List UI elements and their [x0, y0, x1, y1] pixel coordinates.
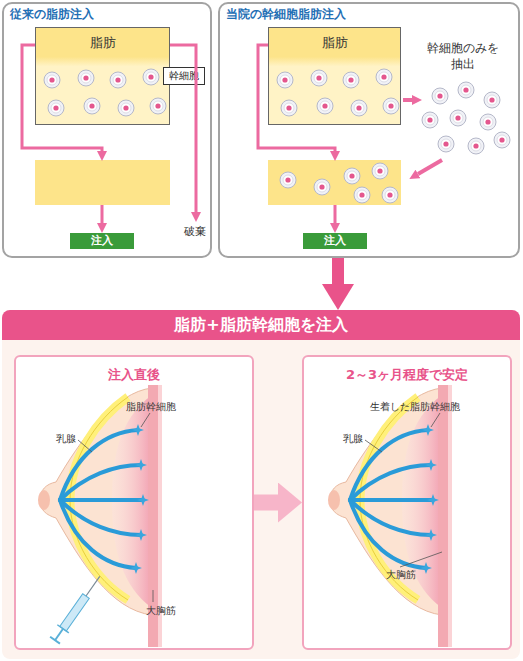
- node-text: 脂肪+脂肪幹細胞を注入: [2, 310, 520, 340]
- stage-panel: 注入直後: [14, 355, 254, 650]
- node-text: 従来の脂肪注入: [10, 6, 94, 22]
- method-panel: 従来の脂肪注入脂肪幹細胞注入: [2, 2, 212, 258]
- method-panel: 当院の幹細胞脂肪注入脂肪注入: [218, 2, 520, 258]
- node-text: 脂肪: [36, 28, 169, 51]
- node-text: 注入: [70, 233, 134, 249]
- stage-panel: 2～3ヶ月程度で安定: [302, 355, 512, 650]
- part-label: 乳腺: [56, 432, 76, 446]
- node-text: 2～3ヶ月程度で安定: [304, 357, 510, 383]
- fat-box: 脂肪幹細胞: [35, 27, 170, 125]
- part-label: 大胸筋: [386, 568, 416, 582]
- action-box: 注入: [70, 233, 134, 249]
- part-label: 生着した脂肪幹細胞: [370, 400, 460, 414]
- node-text: 脂肪: [269, 28, 400, 51]
- node-text: 当院の幹細胞脂肪注入: [226, 6, 346, 22]
- part-label: 破棄: [184, 224, 206, 239]
- flow-arrow: [332, 258, 344, 284]
- action-box: 注入: [303, 233, 367, 249]
- part-label: 脂肪幹細胞: [126, 400, 176, 414]
- node-text: 注入直後: [16, 357, 252, 383]
- node-text: 幹細胞: [164, 68, 204, 84]
- part-label: 幹細胞のみを抽出: [424, 40, 502, 72]
- part-label: 乳腺: [343, 432, 363, 446]
- node-text: 注入: [303, 233, 367, 249]
- result-band: 脂肪+脂肪幹細胞を注入注入直後 2～3ヶ月程度で安定: [2, 310, 520, 659]
- fat-box: 脂肪: [268, 27, 401, 125]
- part-label: 大胸筋: [146, 604, 176, 618]
- callout-box: 幹細胞: [163, 67, 205, 85]
